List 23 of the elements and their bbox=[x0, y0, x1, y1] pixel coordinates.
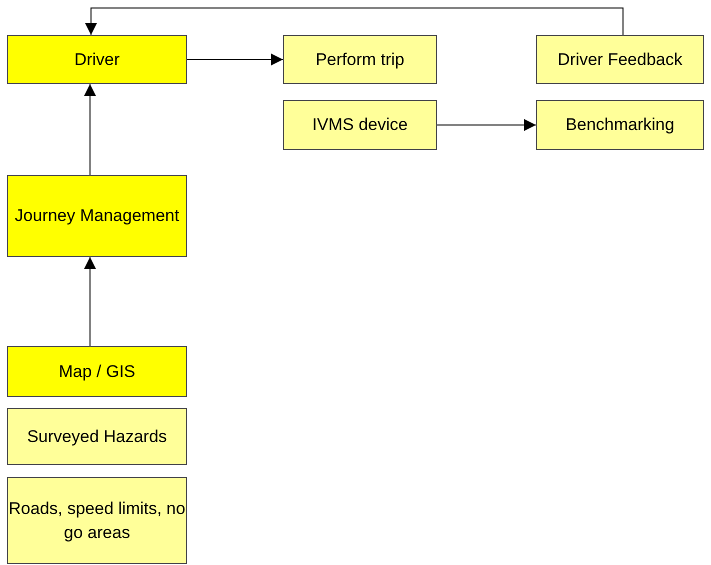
box-label: Driver bbox=[74, 48, 120, 70]
box-label: Surveyed Hazards bbox=[27, 426, 167, 448]
box-label: IVMS device bbox=[312, 114, 408, 136]
process-box bbox=[7, 477, 187, 564]
arrow bbox=[84, 256, 96, 346]
process-box bbox=[7, 35, 187, 84]
box-label: Roads, speed limits, no go areas bbox=[8, 498, 186, 544]
box-label: Map / GIS bbox=[58, 360, 136, 382]
box-label: Perform trip bbox=[316, 48, 404, 70]
arrow bbox=[84, 84, 96, 176]
arrow bbox=[186, 54, 284, 66]
process-box bbox=[7, 408, 187, 465]
box-label: Journey Management bbox=[14, 205, 180, 227]
arrow bbox=[436, 119, 536, 131]
process-box bbox=[7, 175, 187, 257]
process-box bbox=[536, 100, 704, 150]
arrow bbox=[85, 8, 624, 36]
process-box bbox=[536, 35, 704, 84]
process-box bbox=[283, 35, 437, 84]
process-box bbox=[283, 100, 437, 150]
box-label: Driver Feedback bbox=[558, 48, 682, 70]
box-label: Benchmarking bbox=[566, 114, 674, 136]
process-box bbox=[7, 346, 187, 397]
